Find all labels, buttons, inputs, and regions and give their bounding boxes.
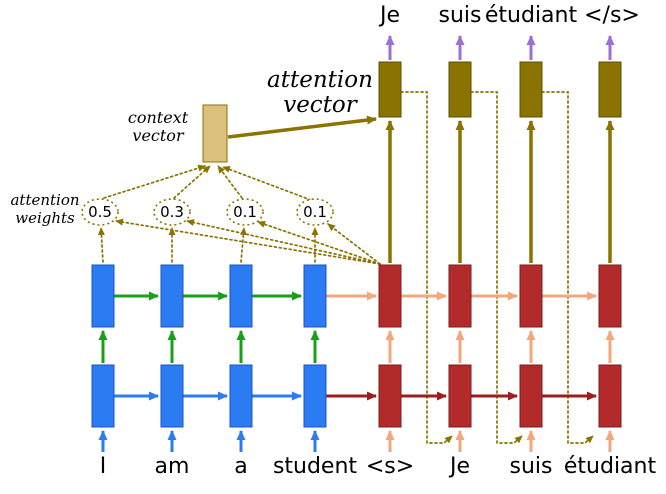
- encoder-cell: [160, 364, 184, 428]
- input-word: suis: [510, 454, 553, 479]
- query-line: [257, 220, 381, 265]
- attention-vector-cells: [378, 61, 622, 118]
- input-words: I am a student <s> Je suis étudiant: [100, 454, 657, 479]
- decoder-cell: [448, 264, 472, 328]
- input-word: a: [234, 454, 247, 479]
- attention-vector-cell: [598, 61, 622, 118]
- attention-weights-label-line2: weights: [15, 209, 75, 227]
- input-word: I: [100, 454, 107, 479]
- context-vector-cell: [202, 104, 228, 163]
- attention-weight-nodes: 0.5 0.3 0.1 0.1: [81, 198, 334, 226]
- decoder-to-attention-arrows: [385, 120, 615, 263]
- weight-to-context-dotted-arrows: [103, 164, 312, 201]
- score-arrow: [239, 227, 247, 263]
- encoder-cell: [91, 364, 115, 428]
- context-vector-label-line2: vector: [132, 126, 185, 145]
- encoder-cell: [303, 264, 327, 328]
- output-arrows: [385, 35, 615, 60]
- input-word: étudiant: [564, 454, 657, 479]
- output-word: Je: [378, 3, 400, 28]
- attention-vector-label-line1: attention: [267, 67, 373, 93]
- attention-weights-label-line1: attention: [10, 191, 79, 209]
- feedback-path: [541, 91, 594, 444]
- output-word: suis: [439, 3, 482, 28]
- decoder-cell: [378, 364, 402, 428]
- encoder-cell: [160, 264, 184, 328]
- context-arrow: [217, 165, 243, 199]
- feedback-path: [400, 91, 453, 444]
- attention-weight-value: 0.3: [160, 203, 184, 221]
- attention-weight-value: 0.1: [233, 203, 257, 221]
- encoder-cell: [229, 364, 253, 428]
- encoder-cells: [91, 264, 327, 428]
- mid-vertical-arrows: [98, 330, 615, 363]
- decoder-cell: [598, 364, 622, 428]
- input-word: Je: [448, 454, 470, 479]
- decoder-cells: [378, 264, 622, 428]
- decoder-cell: [519, 264, 543, 328]
- context-to-attention-arrow: [227, 115, 377, 139]
- weight-node: [226, 198, 264, 226]
- weight-node: [296, 198, 334, 226]
- output-word: </s>: [584, 3, 640, 28]
- output-word: étudiant: [485, 3, 578, 28]
- attention-vector-label-line2: vector: [283, 92, 359, 118]
- labels: attention vector context vector attentio…: [10, 67, 372, 227]
- feedback-path: [470, 91, 523, 444]
- decoder-query-dotted-lines: [115, 218, 381, 265]
- input-word: am: [155, 454, 190, 479]
- decoder-cell: [598, 264, 622, 328]
- weight-node: [81, 198, 119, 226]
- attention-vector-cell: [519, 61, 543, 118]
- decoder-cell: [378, 264, 402, 328]
- query-line: [115, 218, 381, 265]
- query-line: [327, 223, 381, 265]
- input-word: <s>: [366, 454, 414, 479]
- attention-vector-cell: [448, 61, 472, 118]
- decoder-cell: [519, 364, 543, 428]
- context-arrow: [173, 165, 211, 199]
- query-line: [186, 219, 381, 265]
- decoder-cell: [448, 364, 472, 428]
- encoder-cell: [91, 264, 115, 328]
- attention-weight-value: 0.1: [303, 203, 327, 221]
- feedback-dotted-paths: [400, 91, 594, 444]
- input-word: student: [273, 454, 357, 479]
- encoder-cell: [229, 264, 253, 328]
- score-arrow: [97, 227, 105, 263]
- context-arrow: [222, 166, 312, 201]
- context-vector-label-line1: context: [128, 108, 189, 127]
- encoder-to-weight-dotted-arrows: [97, 227, 319, 263]
- weight-node: [153, 198, 191, 226]
- output-words: Je suis étudiant </s>: [378, 3, 640, 28]
- attention-vector-cell: [378, 61, 402, 118]
- context-arrow: [103, 164, 206, 199]
- input-arrows: [98, 430, 615, 452]
- encoder-cell: [303, 364, 327, 428]
- attention-weight-value: 0.5: [88, 203, 112, 221]
